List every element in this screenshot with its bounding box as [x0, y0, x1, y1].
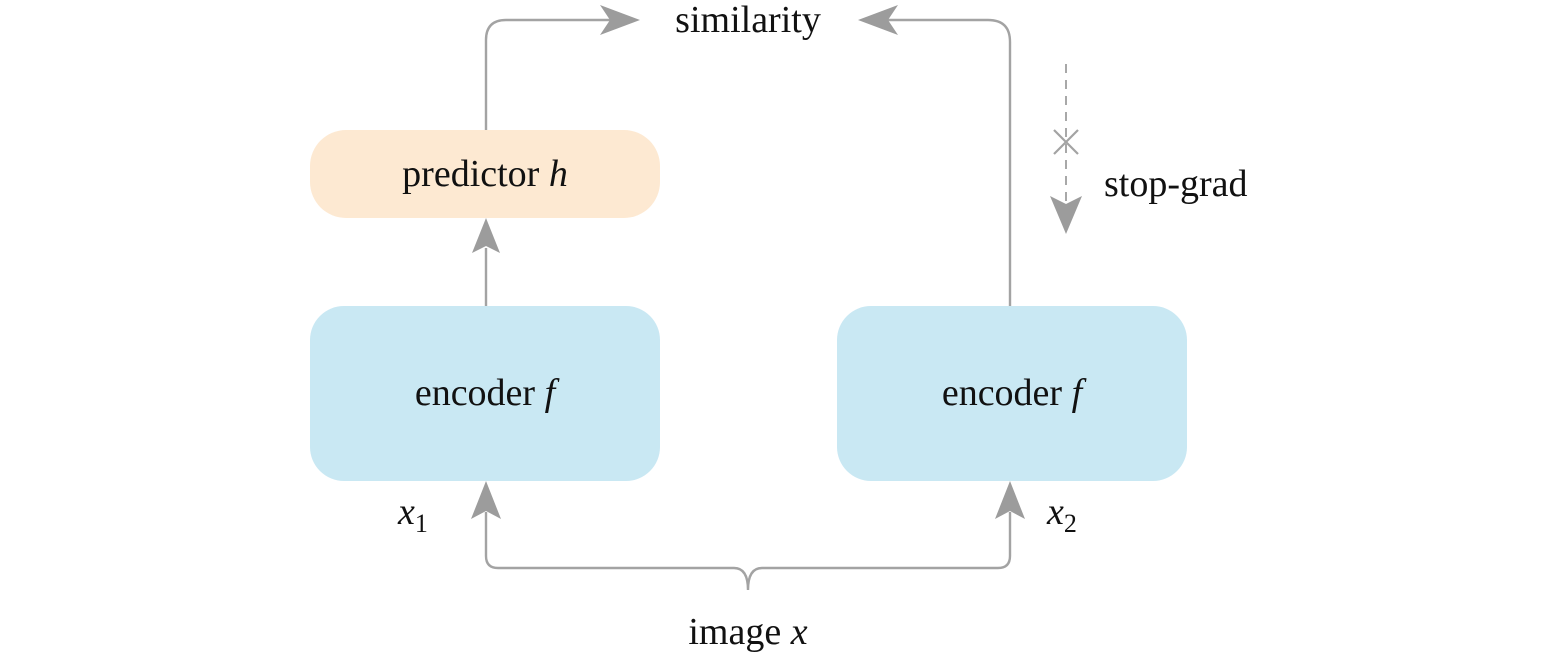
arrowhead-up-icon [995, 481, 1025, 519]
stop-grad-cross-icon [1053, 129, 1079, 155]
encoder-left-label: encoder f [415, 372, 560, 414]
encoder-right-label: encoder f [942, 372, 1087, 414]
image-x-label: image x [688, 611, 807, 653]
input-x1-label: x1 [397, 491, 428, 538]
arrowhead-up-icon [471, 481, 501, 519]
arrowhead-down-icon [1050, 196, 1082, 234]
predictor-box [310, 130, 660, 218]
encoder-left-box [310, 306, 660, 481]
predictor-label: predictor h [402, 153, 568, 195]
stop-grad-label: stop-grad [1104, 163, 1248, 205]
arrowhead-up-icon [472, 218, 500, 253]
arrowhead-right-icon [600, 5, 640, 35]
similarity-label: similarity [675, 0, 821, 41]
encoder-right-box [837, 306, 1187, 481]
arrowhead-left-icon [858, 5, 898, 35]
input-x2-label: x2 [1046, 491, 1077, 538]
image-split-brace [484, 512, 1012, 591]
edge-predictor-to-similarity [484, 18, 610, 130]
edge-encoder-to-similarity [888, 18, 1012, 306]
